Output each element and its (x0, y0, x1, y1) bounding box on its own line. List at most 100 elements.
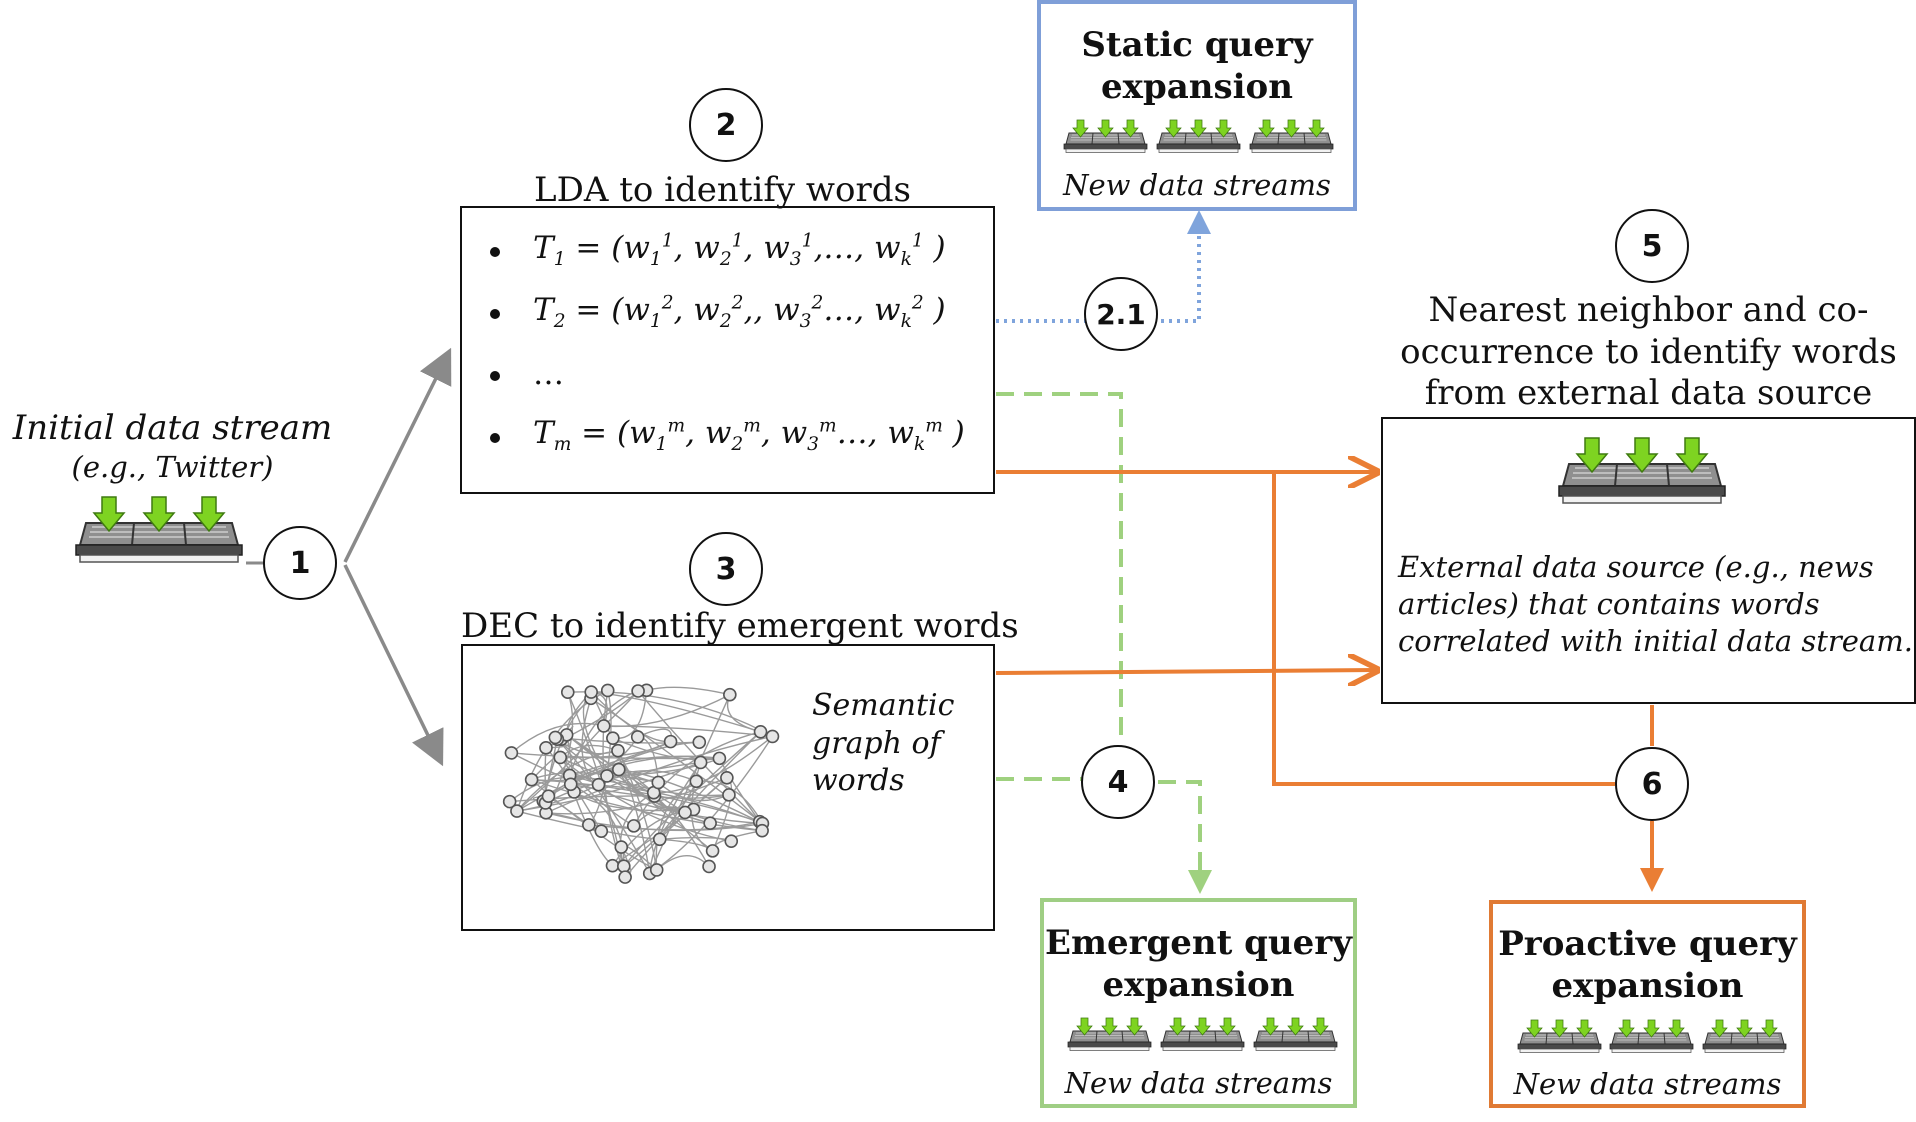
initial-stream-subtitle: (e.g., Twitter) (71, 450, 274, 484)
topic-bullet-2 (490, 309, 500, 319)
graph-edge (657, 781, 730, 802)
graph-node (678, 805, 692, 820)
step-21-badge: 2.1 (1084, 277, 1158, 351)
graph-node (502, 794, 517, 809)
graph-node (600, 683, 615, 698)
graph-node (539, 741, 553, 755)
proactive-query-subtitle: New data streams (1513, 1067, 1782, 1101)
nn-label-3: from external data source (1424, 373, 1873, 413)
step-3-label: 3 (715, 551, 737, 587)
graph-node (693, 755, 708, 770)
emergent-query-box (1040, 898, 1357, 1108)
initial-stream-title: Initial data stream (12, 408, 333, 448)
lda-to-step4-dashed (996, 392, 1123, 745)
graph-node (651, 775, 666, 790)
graph-caption-3: words (812, 763, 905, 798)
dec-to-external-arrow (995, 670, 1376, 673)
step-3-badge: 3 (689, 532, 763, 606)
graph-edge (654, 795, 710, 867)
step-1-label: 1 (289, 545, 311, 581)
graph-edge (606, 757, 720, 777)
lda-box (460, 206, 995, 494)
step21-to-static-dotted (1161, 210, 1211, 323)
graph-node (548, 730, 563, 745)
graph-node (663, 734, 678, 749)
graph-node (584, 685, 598, 699)
graph-node (689, 774, 704, 789)
emergent-query-subtitle: New data streams (1064, 1066, 1333, 1100)
graph-node (594, 824, 609, 838)
step-5-badge: 5 (1615, 209, 1689, 283)
graph-node (596, 719, 611, 733)
graph-node (510, 804, 524, 818)
graph-node (692, 735, 707, 750)
graph-node (606, 731, 620, 745)
graph-node (504, 746, 519, 760)
graph-node (705, 844, 720, 858)
graph-edge (510, 722, 604, 754)
nn-label-2: occurrence to identify words (1400, 332, 1897, 372)
topic-bullet-3 (490, 371, 500, 381)
graph-caption-2: graph of (812, 726, 941, 761)
step4-to-emergent-dashed (1158, 780, 1212, 894)
step-4-badge: 4 (1081, 745, 1155, 819)
graph-node (702, 859, 716, 874)
topic-bullet-1 (490, 247, 500, 257)
step-2-badge: 2 (689, 88, 763, 162)
graph-node (703, 816, 717, 830)
graph-node (649, 863, 664, 877)
graph-node (712, 751, 727, 766)
graph-node (724, 834, 739, 848)
step-1-badge: 1 (263, 526, 337, 600)
graph-node (755, 823, 769, 838)
graph-edge (531, 779, 763, 832)
graph-edge (566, 734, 686, 814)
graph-node (617, 859, 631, 873)
nn-label-1: Nearest neighbor and co- (1428, 290, 1869, 330)
graph-edge (560, 741, 671, 759)
graph-edge (516, 725, 605, 812)
graph-edge (649, 762, 702, 874)
external-caption-1: External data source (e.g., news (1398, 550, 1874, 584)
graph-node (630, 730, 645, 744)
graph-edge (509, 776, 599, 803)
step-6-badge: 6 (1615, 747, 1689, 821)
topic-m: Tm = (w1m, w2m, w3m…, wkm ) (533, 415, 965, 456)
step-6-label: 6 (1641, 766, 1663, 802)
topic-1: T1 = (w11, w21, w31,…, wk1 ) (533, 230, 946, 271)
step-5-label: 5 (1641, 228, 1663, 264)
graph-node (722, 788, 736, 802)
graph-node (723, 687, 737, 702)
graph-node (626, 819, 641, 833)
static-query-subtitle: New data streams (1063, 168, 1331, 202)
graph-node (765, 729, 780, 744)
graph-node (560, 685, 575, 700)
arrow-to-lda (343, 347, 452, 563)
step-4-label: 4 (1107, 764, 1129, 800)
graph-edge (653, 735, 773, 794)
proactive-query-box (1489, 900, 1806, 1108)
graph-node (524, 772, 539, 787)
graph-node (553, 750, 568, 765)
graph-node (652, 832, 667, 847)
topic-ellipsis: … (533, 356, 564, 392)
graph-edge (581, 698, 599, 786)
step-2-label: 2 (715, 107, 737, 143)
graph-edge (554, 736, 763, 832)
graph-edge (555, 736, 700, 744)
topic-bullet-4 (490, 433, 500, 443)
graph-node (605, 858, 620, 873)
graph-node (618, 870, 632, 884)
graph-edge (545, 777, 728, 815)
lda-to-step6-line (1272, 472, 1615, 786)
topic-2: T2 = (w12, w22,, w32…, wk2 ) (533, 292, 946, 333)
graph-edge (531, 772, 659, 784)
external-caption-3: correlated with initial data stream. (1398, 624, 1913, 658)
graph-node (591, 777, 606, 792)
static-query-box (1037, 0, 1357, 211)
graph-edge (590, 697, 763, 825)
graph-node (614, 840, 629, 854)
